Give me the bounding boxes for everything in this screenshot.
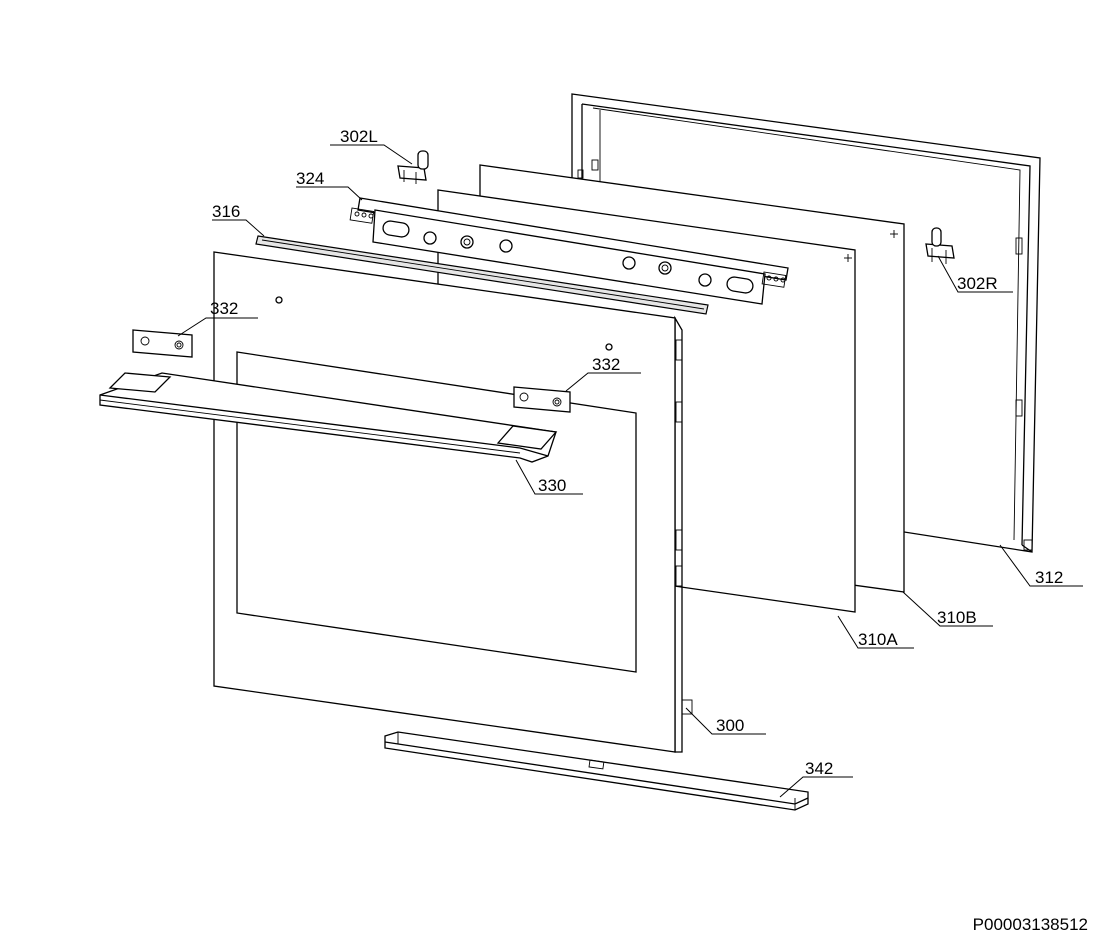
leader-310A: 310A	[837, 615, 914, 649]
leader-312: 312	[999, 544, 1083, 587]
leader-332-left: 332	[177, 299, 258, 337]
label-342: 342	[805, 759, 833, 778]
leader-332-right: 332	[565, 355, 641, 392]
part-302R-hinge	[925, 227, 955, 264]
leader-324: 324	[296, 169, 363, 201]
label-332-right: 332	[592, 355, 620, 374]
part-302L-hinge	[397, 150, 429, 184]
part-300-outer-glass	[213, 251, 693, 753]
leader-342: 342	[779, 759, 853, 798]
part-332-plate-left	[132, 329, 193, 358]
label-316: 316	[212, 202, 240, 221]
label-324: 324	[296, 169, 324, 188]
leader-300: 300	[685, 707, 766, 735]
label-302R: 302R	[957, 274, 998, 293]
leader-316: 316	[212, 202, 265, 237]
part-324-bracket	[349, 197, 789, 305]
leader-330: 330	[515, 459, 583, 495]
label-332-left: 332	[210, 299, 238, 318]
label-312: 312	[1035, 568, 1063, 587]
label-330: 330	[538, 476, 566, 495]
part-342-bottom-profile	[384, 731, 809, 811]
part-332-plate-right	[513, 386, 571, 413]
leader-302R: 302R	[937, 255, 1013, 293]
part-316-seal-strip	[255, 235, 709, 315]
label-310B: 310B	[937, 608, 977, 627]
label-302L: 302L	[340, 127, 378, 146]
leader-310B: 310B	[902, 591, 993, 627]
label-300: 300	[716, 716, 744, 735]
document-code: P00003138512	[972, 915, 1088, 934]
leader-302L: 302L	[330, 127, 413, 165]
part-330-handle	[99, 372, 558, 463]
label-310A: 310A	[858, 630, 898, 649]
